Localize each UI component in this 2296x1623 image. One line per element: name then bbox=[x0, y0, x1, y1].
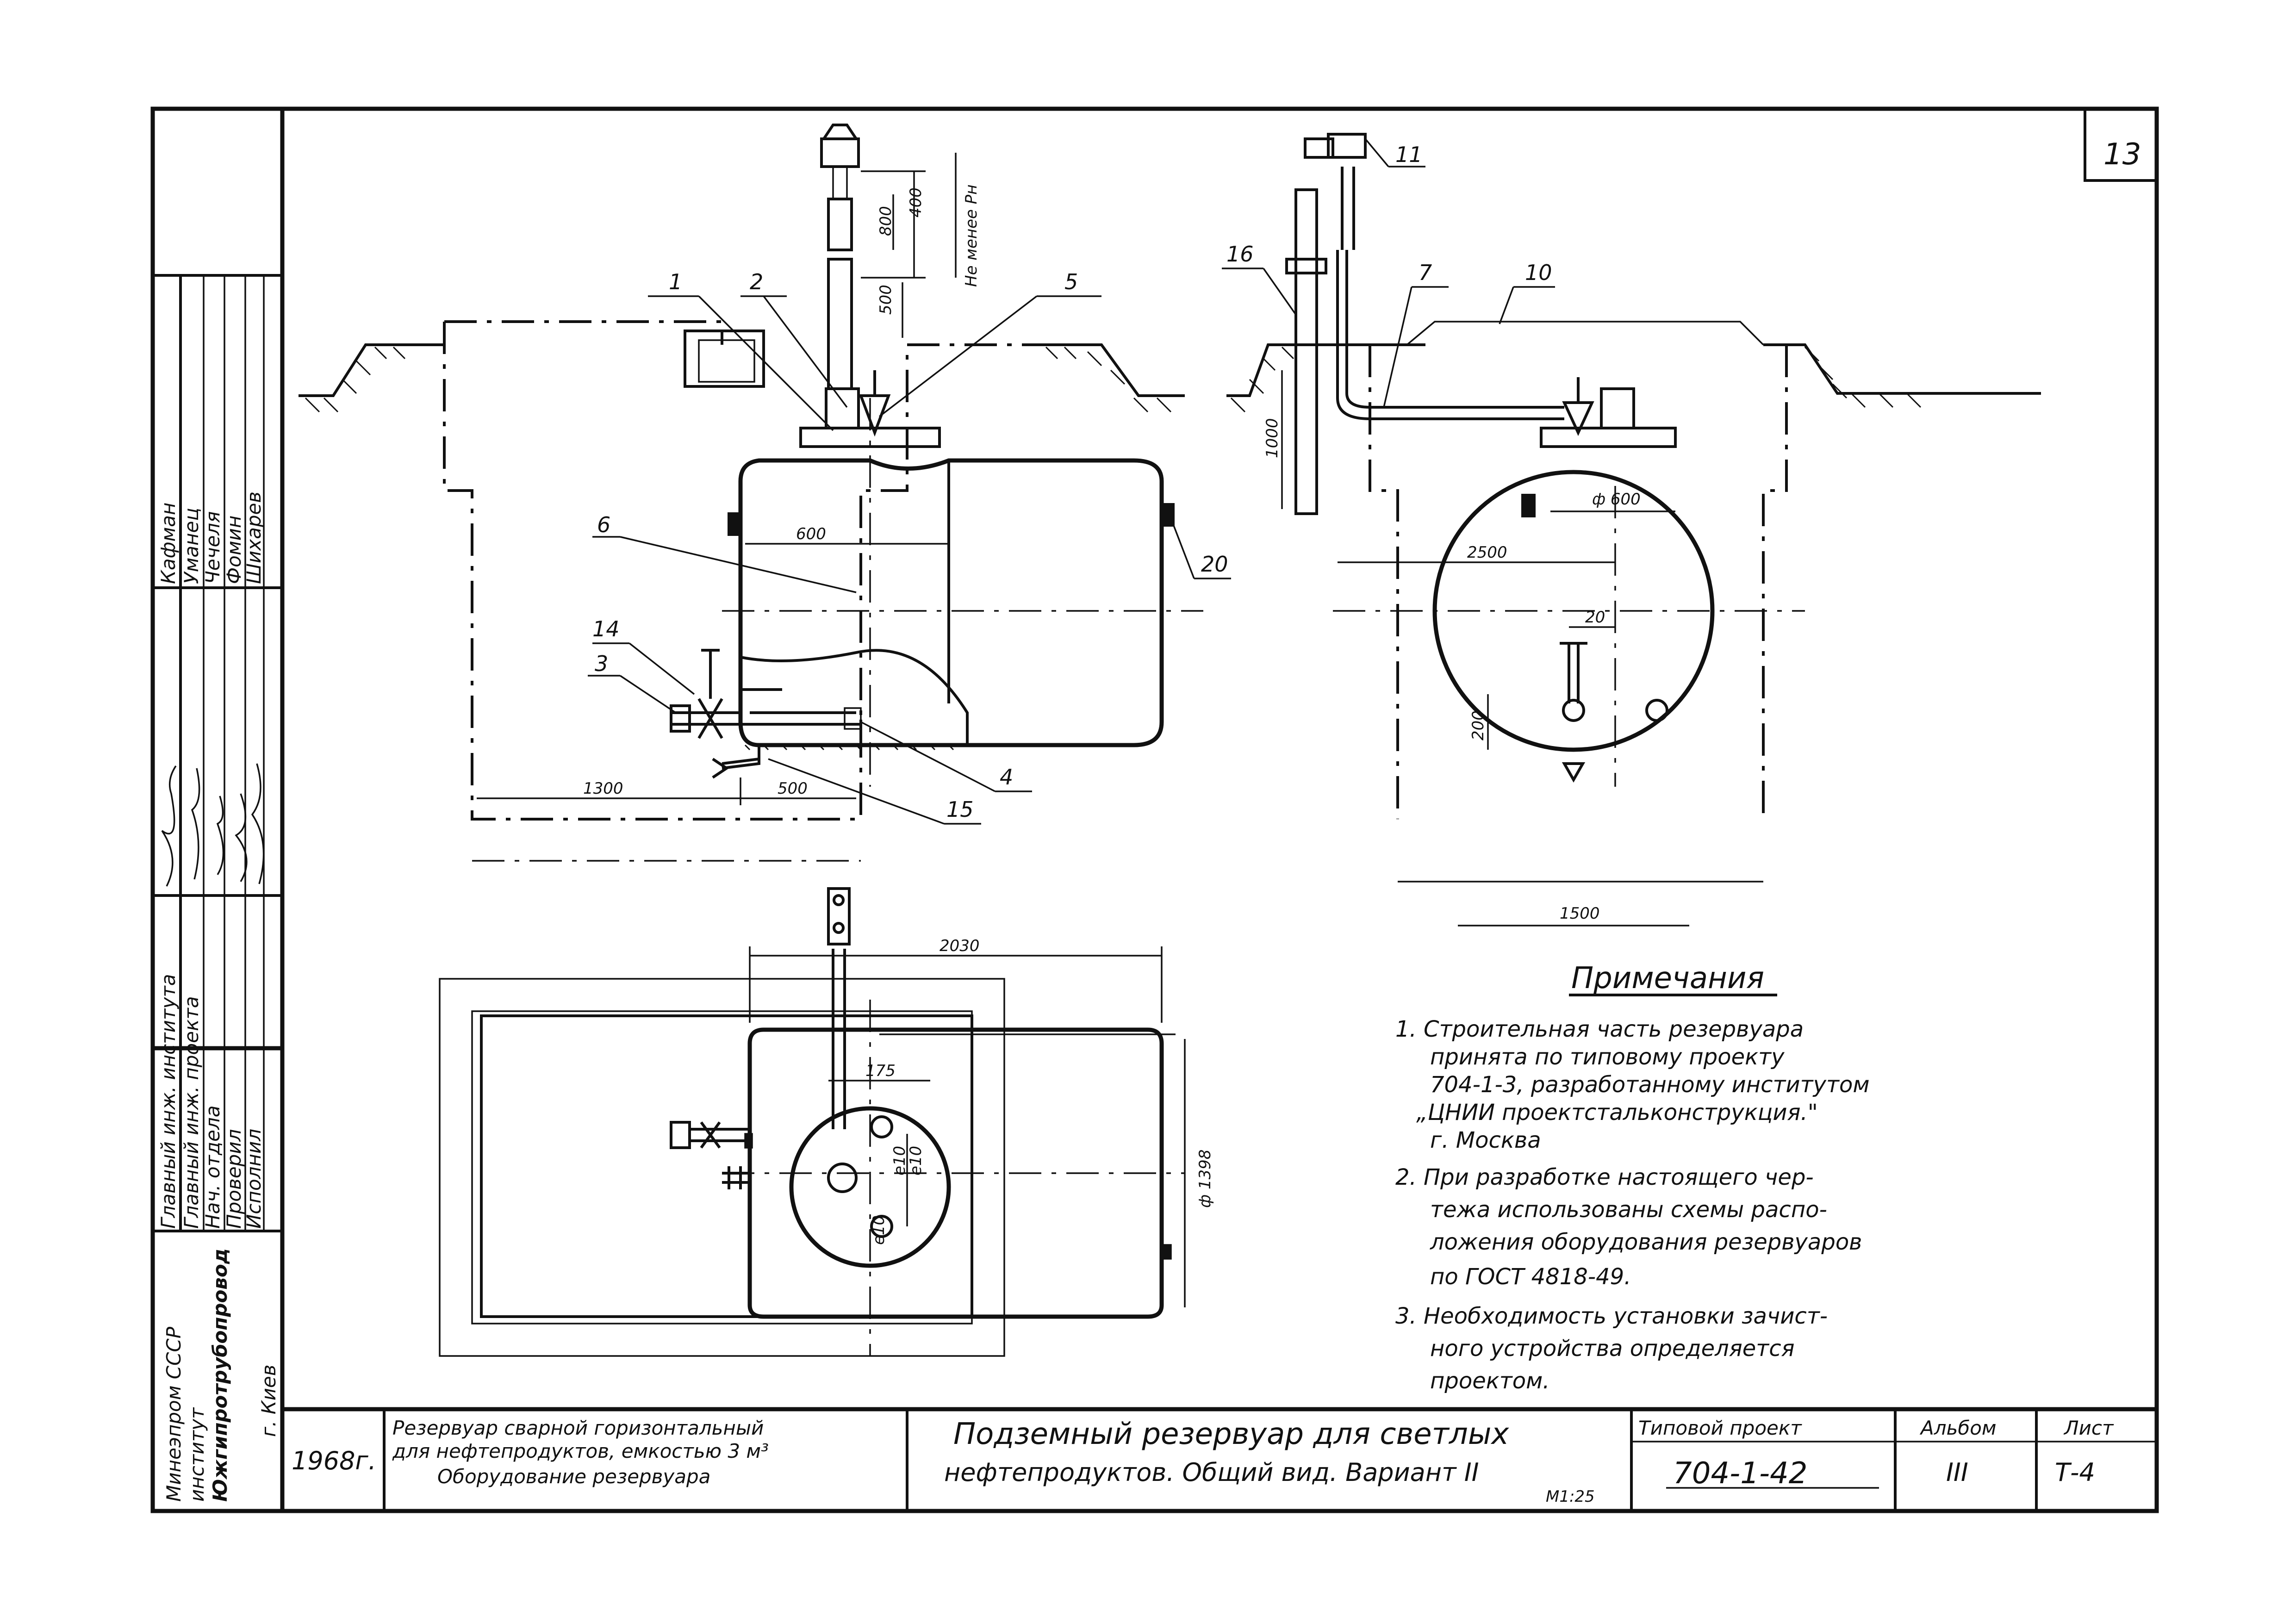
sheet-number: Т-4 bbox=[2055, 1458, 2095, 1487]
role-3: Нач. отдела bbox=[201, 1106, 224, 1229]
signature-1 bbox=[161, 765, 177, 887]
note-line-3: 704-1-3, разработанному институтом bbox=[1430, 1072, 1870, 1098]
sheet-label: Лист bbox=[2063, 1417, 2114, 1439]
dim-20: 20 bbox=[1585, 608, 1605, 627]
callout-5: 5 bbox=[1064, 269, 1078, 294]
dim-1000: 1000 bbox=[1263, 418, 1282, 458]
page-number-box: 13 bbox=[2084, 107, 2158, 182]
callout-6: 6 bbox=[597, 512, 610, 537]
dim-not-less: Не менее Рн bbox=[962, 185, 981, 287]
note-line-8: ложения оборудования резервуаров bbox=[1430, 1229, 1862, 1255]
callout-11: 11 bbox=[1395, 142, 1423, 167]
callout-15: 15 bbox=[946, 797, 974, 822]
callout-14: 14 bbox=[592, 616, 620, 641]
note-line-11: ного устройства определяется bbox=[1430, 1336, 1794, 1362]
album-label: Альбом bbox=[1919, 1417, 1997, 1439]
dim-800: 800 bbox=[877, 206, 895, 236]
notes-heading: Примечания bbox=[1571, 961, 1764, 995]
album-number: III bbox=[1946, 1458, 1968, 1487]
left-strip: Кафман Уманец Чечеля Фомин Шихарев Главн… bbox=[153, 274, 282, 1502]
dim-400: 400 bbox=[907, 187, 925, 218]
note-line-2: принята по типовому проекту bbox=[1430, 1044, 1785, 1070]
page-number: 13 bbox=[2103, 137, 2141, 172]
dim-600: 600 bbox=[796, 525, 826, 543]
callout-16: 16 bbox=[1226, 242, 1254, 267]
signer-3: Чечеля bbox=[201, 511, 224, 584]
callout-3: 3 bbox=[595, 651, 608, 676]
dim-500-top: 500 bbox=[877, 285, 895, 315]
org-line-2: институт bbox=[186, 1407, 208, 1502]
signature-5 bbox=[251, 763, 265, 884]
dim-phi1398: ф 1398 bbox=[1196, 1150, 1214, 1208]
org-line-1: Минеэпром СССР bbox=[162, 1326, 185, 1502]
signer-5: Шихарев bbox=[243, 491, 265, 584]
dim-e10-a: е10 bbox=[890, 1146, 909, 1175]
callout-10: 10 bbox=[1525, 260, 1552, 285]
plan-view: 2030 175 е10 е10 е10 ф 1398 bbox=[439, 887, 1214, 1357]
subtitle-line-2: для нефтепродуктов, емкостью 3 м³ bbox=[392, 1440, 769, 1462]
callout-2: 2 bbox=[750, 269, 763, 294]
subtitle-line-3: Оборудование резервуара bbox=[437, 1465, 710, 1488]
dim-500-bottom: 500 bbox=[778, 779, 808, 798]
sheet-frame bbox=[150, 106, 2159, 1513]
callout-1: 1 bbox=[669, 269, 682, 294]
dim-2030: 2030 bbox=[940, 937, 980, 955]
role-4: Проверил bbox=[223, 1129, 245, 1229]
dim-phi600: ф 600 bbox=[1592, 490, 1641, 509]
project-number: 704-1-42 bbox=[1673, 1456, 1808, 1491]
role-5: Исполнил bbox=[243, 1129, 265, 1229]
year: 1968г. bbox=[292, 1446, 376, 1475]
callout-4: 4 bbox=[1000, 765, 1013, 790]
signature-3 bbox=[216, 796, 224, 875]
org-line-3: Южгипротрубопровод bbox=[209, 1248, 231, 1502]
note-line-1: 1. Строительная часть резервуара bbox=[1395, 1016, 1804, 1042]
note-line-12: проектом. bbox=[1430, 1368, 1550, 1394]
signer-1: Кафман bbox=[157, 503, 180, 584]
dim-e10-c: е10 bbox=[870, 1215, 888, 1245]
title-block: 1968г. Резервуар сварной горизонтальный … bbox=[282, 1407, 2157, 1511]
signature-2 bbox=[191, 768, 200, 880]
note-line-6: 2. При разработке настоящего чер- bbox=[1395, 1164, 1814, 1190]
scale: М1:25 bbox=[1546, 1487, 1595, 1506]
role-1: Главный инж. института bbox=[157, 974, 180, 1229]
callout-20: 20 bbox=[1201, 552, 1228, 577]
notes: Примечания 1. Строительная часть резерву… bbox=[1395, 961, 1870, 1394]
org-city: г. Киев bbox=[257, 1365, 280, 1437]
main-title-line-1: Подземный резервуар для светлых bbox=[953, 1417, 1509, 1451]
dim-2500: 2500 bbox=[1467, 543, 1507, 562]
note-line-5: г. Москва bbox=[1430, 1127, 1541, 1153]
signer-4: Фомин bbox=[223, 516, 245, 584]
note-line-9: по ГОСТ 4818-49. bbox=[1430, 1264, 1631, 1290]
dim-175: 175 bbox=[865, 1062, 896, 1080]
callouts-right: 16 7 10 11 bbox=[1222, 138, 1555, 408]
callouts-left: 1 2 5 6 14 3 20 4 15 bbox=[588, 269, 1231, 825]
dim-1500: 1500 bbox=[1560, 904, 1600, 923]
end-section-view: 1000 ф 600 2500 20 200 1500 bbox=[1226, 133, 2041, 927]
dim-1300: 1300 bbox=[583, 779, 623, 798]
dim-e10-b: е10 bbox=[907, 1146, 925, 1175]
note-line-10: 3. Необходимость установки зачист- bbox=[1395, 1303, 1828, 1329]
signature-4 bbox=[235, 793, 248, 882]
note-line-7: тежа использованы схемы распо- bbox=[1430, 1197, 1827, 1223]
role-2: Главный инж. проекта bbox=[180, 996, 203, 1229]
signer-2: Уманец bbox=[180, 508, 203, 584]
ground-left bbox=[299, 343, 407, 397]
main-title-line-2: нефтепродуктов. Общий вид. Вариант II bbox=[944, 1458, 1479, 1487]
project-label: Типовой проект bbox=[1638, 1417, 1802, 1439]
side-section-view: 400 800 500 Не менее Рн 600 1300 500 bbox=[299, 124, 1203, 862]
subtitle-line-1: Резервуар сварной горизонтальный bbox=[392, 1417, 764, 1439]
dim-200: 200 bbox=[1469, 710, 1487, 740]
note-line-4: „ЦНИИ проектстальконструкция." bbox=[1416, 1100, 1818, 1126]
callout-7: 7 bbox=[1419, 260, 1432, 285]
